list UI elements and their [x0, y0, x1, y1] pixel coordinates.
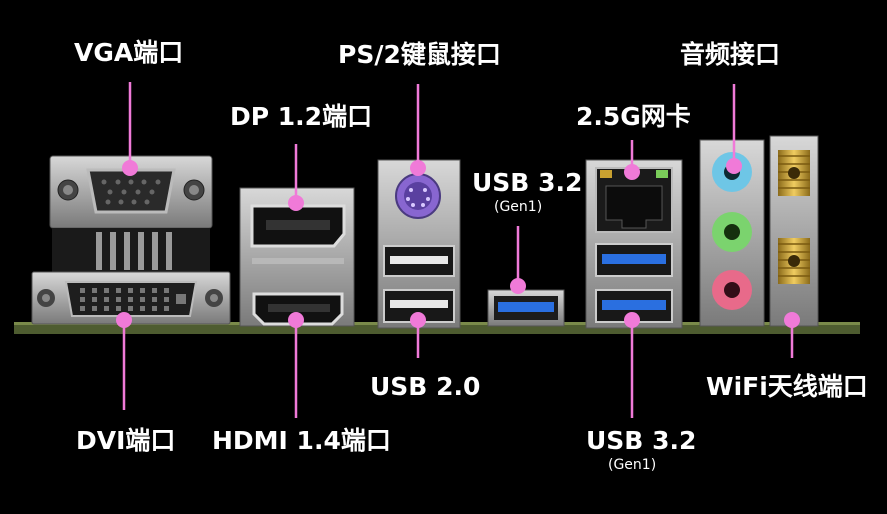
label-dp: DP 1.2端口: [230, 102, 373, 131]
wifi-antenna-connectors: [769, 135, 819, 327]
dp-hdmi-stack: [239, 187, 355, 327]
label-usb32-top: USB 3.2: [472, 168, 583, 197]
callout-dots: [116, 158, 800, 328]
label-vga: VGA端口: [74, 38, 184, 67]
lan-usb32-stack: [585, 159, 683, 329]
label-hdmi: HDMI 1.4端口: [212, 426, 391, 455]
label-usb20: USB 2.0: [370, 372, 481, 401]
callout-lines: [122, 82, 794, 418]
label-usb32-bottom: USB 3.2: [586, 426, 697, 455]
label-dvi: DVI端口: [76, 426, 176, 455]
label-ps2: PS/2键鼠接口: [338, 40, 501, 69]
vga-connector: [49, 155, 213, 272]
label-lan: 2.5G网卡: [576, 102, 691, 131]
audio-jacks: [699, 139, 765, 327]
label-wifi: WiFi天线端口: [706, 372, 868, 401]
label-usb32-bottom-sub: (Gen1): [608, 457, 657, 473]
dvi-connector: [31, 271, 231, 325]
ps2-usb20-stack: [377, 159, 461, 329]
label-usb32-top-sub: (Gen1): [494, 199, 543, 215]
usb32-single: [487, 289, 565, 327]
label-audio: 音频接口: [680, 40, 781, 69]
